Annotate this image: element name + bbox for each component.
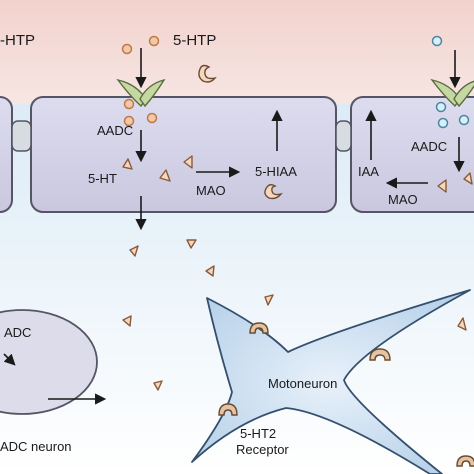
serotonin-triangle	[186, 239, 197, 249]
precursor-dot	[435, 101, 447, 113]
label-aadc-neuron-top: ADC	[4, 325, 31, 340]
htp-dot	[123, 98, 135, 110]
hiaa-crescent	[198, 64, 217, 83]
label-aadc-right: AADC	[411, 139, 447, 154]
endothelial-cell-left	[0, 96, 13, 213]
blood-side-band	[0, 0, 474, 104]
label-mao-right: MAO	[388, 192, 418, 207]
htp-molecules	[121, 35, 160, 127]
tight-junction-right	[335, 120, 352, 152]
precursor-molecules	[431, 35, 470, 129]
receptors	[218, 322, 474, 467]
serotonin-triangle	[159, 169, 171, 182]
htp-dot	[146, 112, 158, 124]
serotonin-triangle	[264, 294, 274, 306]
label-mao-center: MAO	[196, 183, 226, 198]
htp-dot	[148, 35, 160, 47]
label-5ht-center: 5-HT	[88, 171, 117, 186]
serotonin-triangle	[129, 245, 139, 257]
serotonin-triangle	[457, 317, 467, 331]
label-receptor-line1: 5-HT2	[240, 426, 276, 441]
tight-junction-left	[11, 120, 32, 152]
label-aadc-neuron-bottom: ADC neuron	[0, 439, 72, 454]
label-receptor-line2: Receptor	[236, 442, 289, 457]
precursor-dot	[431, 35, 443, 47]
hiaa-crescent	[264, 184, 283, 200]
label-5hiaa: 5-HIAA	[255, 164, 297, 179]
label-iaa: IAA	[358, 164, 379, 179]
serotonin-triangle	[437, 179, 447, 193]
precursor-dot	[458, 114, 470, 126]
serotonin-triangle	[463, 172, 473, 185]
transporter-right	[430, 78, 474, 108]
aadc-neuron-body	[0, 309, 98, 415]
serotonin-triangle	[122, 158, 133, 170]
label-htp-left: -HTP	[0, 32, 35, 49]
motoneuron-body	[191, 289, 471, 474]
pathway-arrows	[3, 48, 465, 405]
label-htp-center: 5-HTP	[173, 32, 216, 49]
htp-dot	[123, 115, 135, 127]
serotonin-triangle	[205, 265, 215, 277]
receptor-5ht2	[249, 322, 269, 334]
precursor-dot	[437, 117, 449, 129]
arrow-aadc-neuron	[3, 353, 16, 366]
receptor-5ht2	[218, 403, 238, 416]
htp-dot	[121, 43, 133, 55]
receptor-5ht2	[456, 455, 474, 467]
serotonin-triangle	[153, 380, 163, 391]
endothelial-cell-center	[30, 96, 337, 213]
label-aadc-center: AADC	[97, 123, 133, 138]
transporter-center	[116, 78, 166, 108]
receptor-5ht2	[369, 348, 391, 361]
hiaa-crescents	[198, 64, 283, 200]
serotonin-triangle	[183, 155, 193, 169]
label-motoneuron: Motoneuron	[268, 376, 337, 391]
serotonin-triangle	[122, 315, 132, 327]
